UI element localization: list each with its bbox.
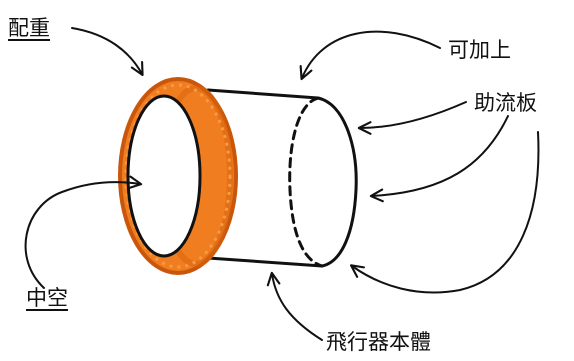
counterweight-label: 配重	[8, 16, 50, 40]
addable-top-label: 可加上	[448, 38, 511, 62]
flow-plate-label: 助流板	[474, 91, 537, 115]
flow-plate-arrow-2	[369, 115, 509, 203]
addable-top-arrow	[299, 30, 441, 81]
flow-plate-arrow-1	[357, 101, 467, 135]
cylinder-bottom-edge	[206, 256, 324, 268]
hollow-opening	[126, 94, 202, 258]
hollow-arrow	[24, 175, 143, 289]
aircraft-body-label: 飛行器本體	[326, 330, 431, 354]
counterweight-arrow	[71, 27, 144, 77]
ring-texture	[124, 83, 232, 269]
cylinder-hidden-edge	[288, 96, 324, 268]
counterweight-ring	[118, 77, 238, 275]
hollow-label: 中空	[26, 286, 68, 310]
flow-plate-arrow-3	[350, 131, 540, 294]
cylinder-far-end	[316, 96, 358, 268]
cylinder-top-edge	[206, 88, 320, 100]
aircraft-body-arrow	[266, 271, 323, 341]
